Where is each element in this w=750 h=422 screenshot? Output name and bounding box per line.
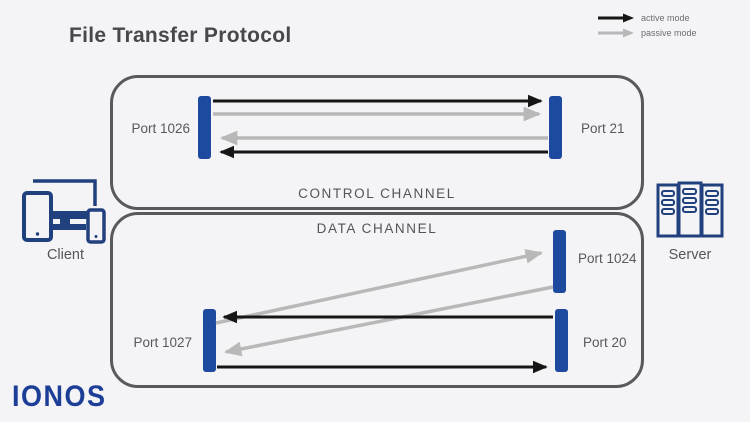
legend-active-label: active mode xyxy=(641,12,690,23)
server-rack-left xyxy=(656,183,680,238)
port-1027-label: Port 1027 xyxy=(133,335,192,350)
control-channel-box: CONTROL CHANNEL xyxy=(110,75,644,210)
port-1027-bar xyxy=(203,309,216,372)
server-racks-icon xyxy=(656,181,724,238)
tablet-icon xyxy=(22,191,53,242)
phone-icon xyxy=(86,208,106,244)
server-caption: Server xyxy=(668,247,712,263)
server-rack-right xyxy=(700,183,724,238)
data-channel-box: DATA CHANNEL xyxy=(110,212,644,388)
client-caption: Client xyxy=(46,247,85,263)
port-1026-bar xyxy=(198,96,211,159)
control-channel-label: CONTROL CHANNEL xyxy=(298,186,456,201)
legend: active mode passive mode xyxy=(597,11,697,41)
legend-row-passive: passive mode xyxy=(597,26,697,39)
legend-row-active: active mode xyxy=(597,11,697,24)
port-1024-label: Port 1024 xyxy=(578,251,637,266)
port-20-bar xyxy=(555,309,568,372)
ionos-logo: IONOS xyxy=(12,380,107,413)
port-21-label: Port 21 xyxy=(581,121,625,136)
active-mode-arrow-icon xyxy=(598,13,634,22)
page-title: File Transfer Protocol xyxy=(69,24,292,47)
port-21-bar xyxy=(549,96,562,159)
keyboard-icon xyxy=(47,211,88,230)
port-1024-bar xyxy=(553,230,566,293)
port-1026-label: Port 1026 xyxy=(131,121,190,136)
server-rack-middle xyxy=(677,181,703,238)
port-20-label: Port 20 xyxy=(583,335,627,350)
data-channel-label: DATA CHANNEL xyxy=(316,221,438,236)
passive-mode-arrow-icon xyxy=(598,28,634,37)
client-devices-icon xyxy=(22,179,106,244)
legend-passive-label: passive mode xyxy=(641,27,697,38)
